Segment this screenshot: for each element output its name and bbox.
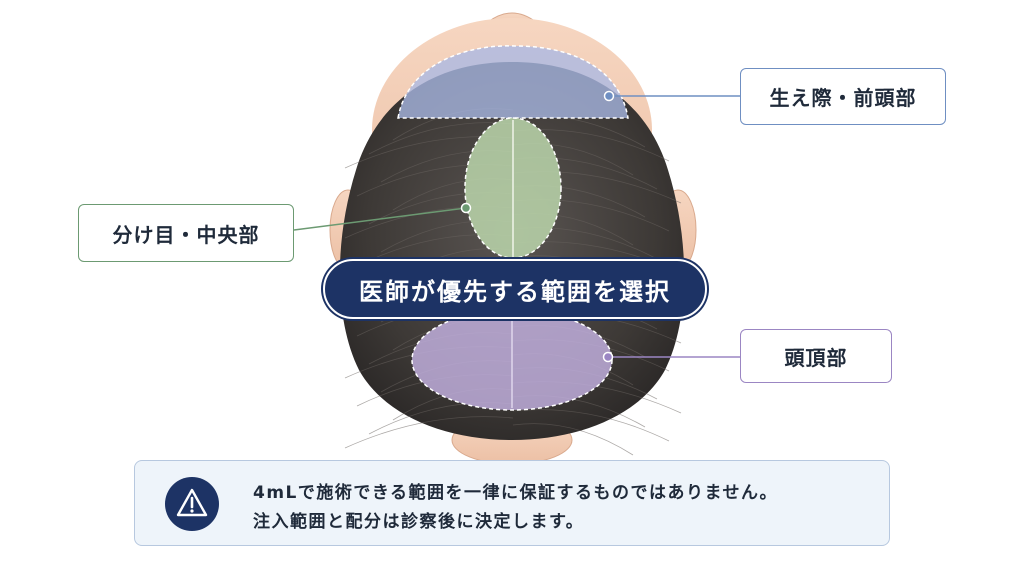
label-crown: 頭頂部 [740, 329, 892, 383]
notice-text: 4mLで施術できる範囲を一律に保証するものではありません。 注入範囲と配分は診察… [253, 479, 778, 537]
notice-box: 4mLで施術できる範囲を一律に保証するものではありません。 注入範囲と配分は診察… [134, 460, 890, 546]
label-part-center: 分け目・中央部 [78, 204, 294, 262]
connector-dot-crown [602, 351, 614, 363]
notice-line-1: 4mLで施術できる範囲を一律に保証するものではありません。 [253, 483, 779, 503]
connector-part [293, 207, 467, 231]
zone-hairline-frontal [397, 45, 629, 119]
label-hairline-frontal: 生え際・前頭部 [740, 68, 946, 125]
hair-strand [344, 416, 514, 449]
center-banner: 医師が優先する範囲を選択 [323, 259, 707, 319]
warning-triangle-icon [165, 477, 219, 531]
hair-strand [512, 423, 634, 456]
connector-dot-part [460, 202, 472, 214]
notice-line-2: 注入範囲と配分は診察後に決定します。 [253, 512, 585, 532]
connector-dot-hairline [603, 90, 615, 102]
